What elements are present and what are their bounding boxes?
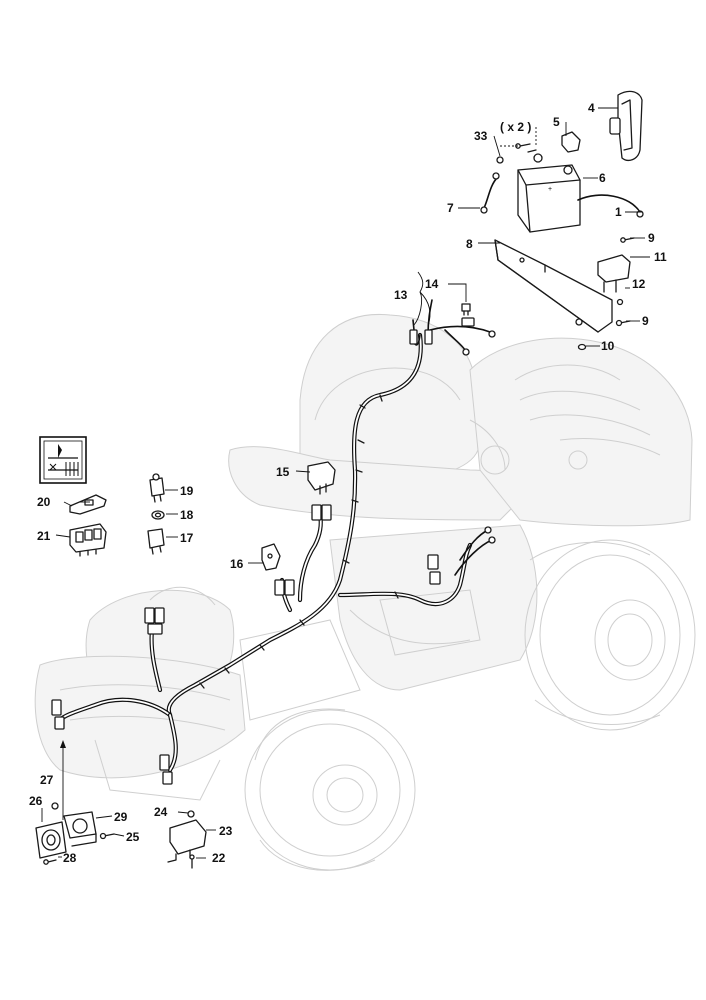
socket-assembly bbox=[35, 821, 67, 859]
nut-18 bbox=[151, 510, 165, 520]
screw-28 bbox=[43, 859, 57, 865]
screw-22 bbox=[189, 854, 195, 869]
callout-23: 23 bbox=[219, 824, 233, 838]
decal bbox=[39, 436, 87, 484]
battery-strap bbox=[609, 90, 643, 161]
screw-25 bbox=[99, 832, 115, 840]
callout-12: 12 bbox=[632, 277, 646, 291]
callout-labels: 1 4 5 6 7 8 9 11 12 9 10 33 ( x 2 ) 13 1… bbox=[29, 101, 667, 865]
callout-16: 16 bbox=[230, 557, 244, 571]
svg-text:+: + bbox=[548, 186, 552, 193]
callout-14: 14 bbox=[425, 277, 439, 291]
callout-26: 26 bbox=[29, 794, 43, 808]
harness-connectors bbox=[51, 317, 496, 785]
callout-9-top: 9 bbox=[648, 231, 655, 245]
solenoid-relay bbox=[597, 254, 631, 293]
callout-29: 29 bbox=[114, 810, 128, 824]
seat-switch bbox=[307, 461, 336, 495]
battery: + bbox=[517, 153, 581, 233]
callout-20: 20 bbox=[37, 495, 51, 509]
callout-1: 1 bbox=[615, 205, 622, 219]
callout-19: 19 bbox=[180, 484, 194, 498]
safety-switch bbox=[261, 543, 281, 571]
callout-18: 18 bbox=[180, 508, 194, 522]
callout-22: 22 bbox=[212, 851, 226, 865]
callout-27: 27 bbox=[40, 773, 54, 787]
callout-28: 28 bbox=[63, 851, 77, 865]
sensor-switch bbox=[147, 528, 165, 555]
switch-cover bbox=[69, 494, 107, 515]
assembly-arrow bbox=[60, 740, 66, 820]
rocker-switch bbox=[69, 523, 107, 557]
pressure-switch bbox=[149, 473, 165, 503]
callout-5: 5 bbox=[553, 115, 560, 129]
callout-6: 6 bbox=[599, 171, 606, 185]
main-wiring-harness bbox=[57, 299, 493, 773]
callout-25: 25 bbox=[126, 830, 140, 844]
nut-24 bbox=[187, 810, 195, 818]
callout-17: 17 bbox=[180, 531, 194, 545]
leader-lines bbox=[41, 107, 650, 859]
callout-21: 21 bbox=[37, 529, 51, 543]
battery-cable-positive bbox=[577, 194, 644, 218]
callout-24: 24 bbox=[154, 805, 168, 819]
quantity-note: ( x 2 ) bbox=[500, 120, 531, 134]
nut-27 bbox=[51, 802, 59, 810]
callout-9-bottom: 9 bbox=[642, 314, 649, 328]
callout-8: 8 bbox=[466, 237, 473, 251]
fuse bbox=[461, 303, 471, 316]
terminal-cover bbox=[561, 131, 581, 153]
battery-cable-negative bbox=[480, 172, 500, 214]
callout-33: 33 bbox=[474, 129, 488, 143]
mounting-plate bbox=[63, 811, 97, 847]
callout-7: 7 bbox=[447, 201, 454, 215]
callout-13: 13 bbox=[394, 288, 408, 302]
callout-15: 15 bbox=[276, 465, 290, 479]
callout-4: 4 bbox=[588, 101, 595, 115]
battery-tray bbox=[494, 239, 613, 333]
callout-11: 11 bbox=[654, 250, 667, 264]
callout-10: 10 bbox=[601, 339, 615, 353]
relay bbox=[167, 819, 207, 863]
